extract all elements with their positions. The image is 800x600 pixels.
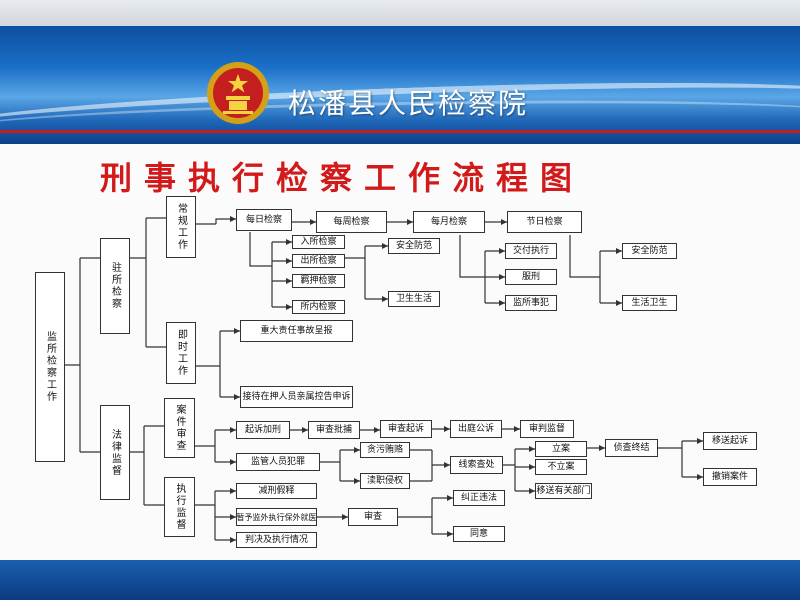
node-shenpan: 审判监督 xyxy=(520,420,574,438)
node-meiri: 每日检察 xyxy=(236,209,292,231)
node-anquan-1: 安全防范 xyxy=(388,238,440,254)
flowchart-title: 刑事执行检察工作流程图 xyxy=(100,159,585,197)
node-shencha-pibu: 审查批捕 xyxy=(308,421,360,439)
node-jiaofu: 交付执行 xyxy=(505,243,557,259)
node-root: 监所检察工作 xyxy=(35,272,65,462)
node-xiansuo: 线索查处 xyxy=(450,456,503,474)
node-anquan-2: 安全防范 xyxy=(622,243,677,259)
node-jianxing: 减刑假释 xyxy=(236,483,317,499)
node-zhongda: 重大责任事故呈报 xyxy=(240,320,353,342)
node-yisong-bumen: 移送有关部门 xyxy=(535,483,592,499)
node-jiuzheng: 纠正违法 xyxy=(453,490,505,506)
procuratorate-emblem-icon xyxy=(207,62,269,124)
banner-divider xyxy=(0,130,800,133)
node-jiansuo: 监所事犯 xyxy=(505,295,557,311)
node-panjue: 判决及执行情况 xyxy=(236,532,317,548)
node-meizhou: 每周检察 xyxy=(316,211,387,233)
node-falv: 法律监督 xyxy=(100,405,130,500)
node-meiyue: 每月检察 xyxy=(413,211,485,233)
node-zhencha: 侦查终结 xyxy=(605,439,658,457)
node-changgui: 常规工作 xyxy=(166,196,196,258)
footer-band xyxy=(0,560,800,600)
node-anjian: 案件审查 xyxy=(164,398,195,458)
node-chuting: 出庭公诉 xyxy=(450,420,502,438)
organization-name: 松潘县人民检察院 xyxy=(288,87,529,120)
node-jiya: 羁押检察 xyxy=(292,274,345,288)
flowchart-board xyxy=(0,144,800,560)
node-shencha: 审查 xyxy=(348,508,398,526)
node-yisong-qisu: 移送起诉 xyxy=(703,432,757,450)
node-bulian: 不立案 xyxy=(535,459,587,475)
node-tongyi: 同意 xyxy=(453,526,505,542)
node-jieri: 节日检察 xyxy=(507,211,582,233)
node-zanyu: 暂予监外执行保外就医 xyxy=(236,508,317,526)
node-duzhi: 渎职侵权 xyxy=(360,473,410,489)
node-qisu-jiaxing: 起诉加刑 xyxy=(236,421,290,439)
node-ruanfu: 服刑 xyxy=(505,269,557,285)
node-rusuo: 入所检察 xyxy=(292,235,345,249)
node-lian: 立案 xyxy=(535,441,587,457)
node-zhixing: 执行监督 xyxy=(164,477,195,537)
node-chusuo: 出所检察 xyxy=(292,254,345,268)
node-jishi: 即时工作 xyxy=(166,322,196,384)
node-suonei: 所内检察 xyxy=(292,300,345,314)
node-shencha-qisu: 审查起诉 xyxy=(380,420,432,438)
node-weisheng-2: 生活卫生 xyxy=(622,295,677,311)
header-banner xyxy=(0,26,800,144)
node-zhusuo: 驻所检察 xyxy=(100,238,130,334)
wall-background xyxy=(0,0,800,28)
node-weisheng-1: 卫生生活 xyxy=(388,291,440,307)
node-jianguan: 监管人员犯罪 xyxy=(236,453,320,471)
node-tanwu: 贪污贿赂 xyxy=(360,442,410,458)
node-jiedai: 接待在押人员亲属控告申诉 xyxy=(240,386,353,408)
node-chexiao: 撤销案件 xyxy=(703,468,757,486)
